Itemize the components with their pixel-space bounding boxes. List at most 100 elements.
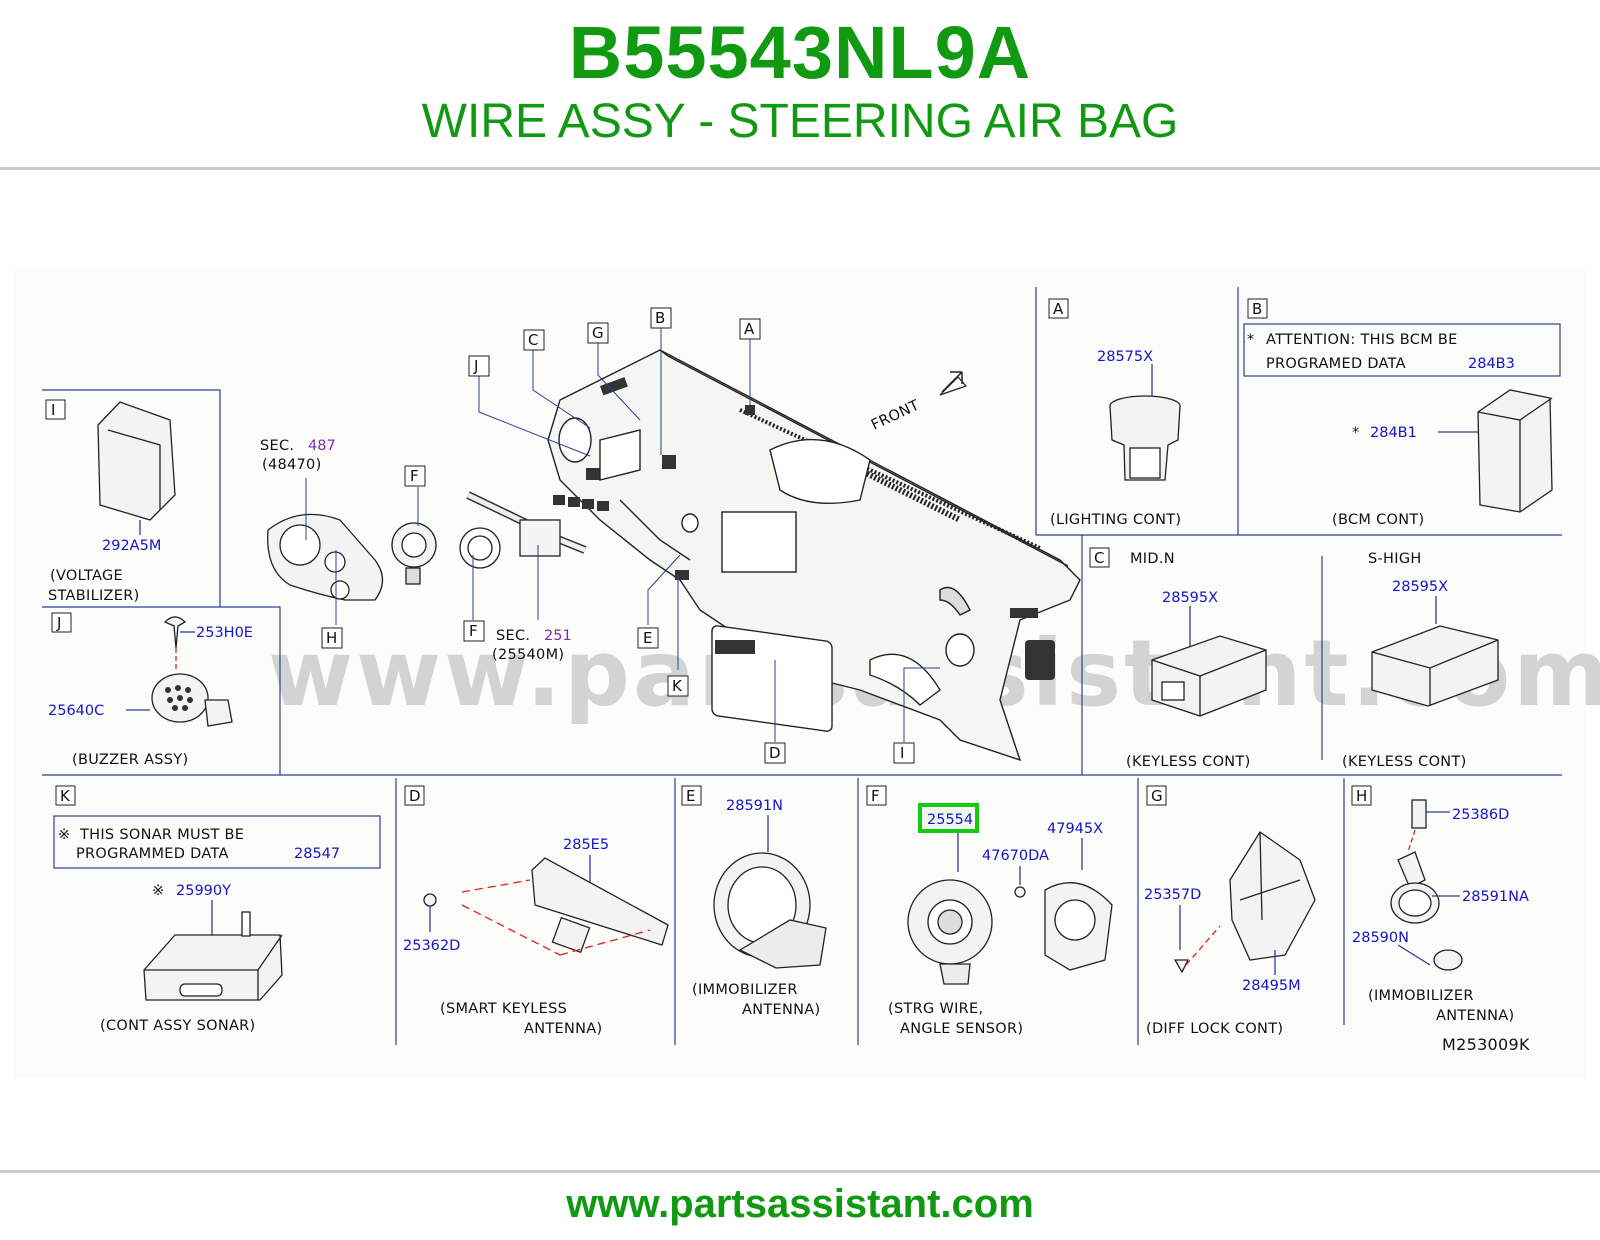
panel-h-letter: H: [1356, 787, 1367, 805]
panel-i-part: 292A5M: [102, 538, 161, 554]
callout-k: K: [672, 677, 683, 695]
sec-487-sub: (48470): [262, 457, 322, 473]
panel-h-drawing: [1390, 799, 1463, 971]
panel-k-part-mark: ※: [152, 883, 164, 899]
highlight-fill: [924, 809, 973, 827]
panel-b-note-part: 284B3: [1468, 356, 1515, 372]
panel-j-caption: (BUZZER ASSY): [72, 752, 188, 768]
panel-a-part: 28575X: [1097, 349, 1153, 365]
sec-251-sub: (25540M): [492, 647, 564, 663]
panel-g-caption: (DIFF LOCK CONT): [1146, 1021, 1283, 1037]
main-callouts: A B C G J F H F E K D I: [305, 307, 940, 764]
sec-251-number: 251: [544, 628, 572, 644]
panel-k-drawing: [143, 900, 283, 1001]
panel-f-caption-1: (STRG WIRE,: [888, 1001, 983, 1017]
callout-g: G: [592, 324, 604, 342]
panel-f-caption-2: ANGLE SENSOR): [900, 1021, 1023, 1037]
panel-b-note-1: ATTENTION: THIS BCM BE: [1266, 332, 1458, 348]
callout-d: D: [769, 744, 781, 762]
panel-b-caption: (BCM CONT): [1332, 512, 1425, 528]
footer-divider: [0, 1170, 1600, 1173]
sec-487-prefix: SEC.: [260, 438, 294, 454]
panel-i-drawing: [97, 401, 176, 535]
diagram-code: M253009K: [1442, 1035, 1530, 1054]
panel-f-letter: F: [871, 787, 880, 805]
callout-e: E: [643, 629, 652, 647]
panel-d-caption-2: ANTENNA): [524, 1021, 602, 1037]
panel-h-caption-1: (IMMOBILIZER: [1368, 988, 1474, 1004]
sec-487-number: 487: [308, 438, 336, 454]
panel-c-left-title: MID.N: [1130, 551, 1175, 567]
panel-k-note-part: 28547: [294, 846, 340, 862]
panel-c-drawings: [1151, 596, 1499, 717]
panel-borders: [42, 287, 1562, 1045]
callout-f-top: F: [410, 467, 419, 485]
panel-j-part-a: 253H0E: [196, 625, 253, 641]
panel-g-part-a: 25357D: [1144, 887, 1201, 903]
front-arrow: FRONT: [869, 371, 968, 434]
panel-b-drawing: [1438, 389, 1553, 513]
panel-e-caption-1: (IMMOBILIZER: [692, 982, 798, 998]
front-label: FRONT: [869, 398, 922, 434]
panel-i-letter: I: [51, 401, 55, 419]
panel-g-letter: G: [1151, 787, 1163, 805]
panel-b-note-2: PROGRAMED DATA: [1266, 356, 1406, 372]
panel-b-part: 284B1: [1370, 425, 1417, 441]
callout-c: C: [528, 331, 538, 349]
panel-a-caption: (LIGHTING CONT): [1050, 512, 1181, 528]
panel-f-highlighted-part[interactable]: 25554: [927, 812, 973, 828]
panel-h-part-c: 28590N: [1352, 930, 1409, 946]
panel-i-caption-2: STABILIZER): [48, 588, 140, 604]
panel-e-part: 28591N: [726, 798, 783, 814]
panel-k-note-1: THIS SONAR MUST BE: [79, 827, 244, 843]
panel-c-left-caption: (KEYLESS CONT): [1126, 754, 1251, 770]
panel-k-note-mark: ※: [58, 827, 70, 843]
panel-k-note-2: PROGRAMMED DATA: [76, 846, 229, 862]
callout-b: B: [655, 309, 665, 327]
panel-e-drawing: [713, 815, 827, 969]
panel-d-letter: D: [409, 787, 421, 805]
callout-i: I: [900, 744, 904, 762]
panel-d-drawing: [423, 855, 669, 956]
highlight-box: [918, 803, 979, 833]
panel-k-letter: K: [60, 787, 71, 805]
panel-c-left-part: 28595X: [1162, 590, 1218, 606]
panel-k-part: 25990Y: [176, 883, 231, 899]
panel-d-part-b: 25362D: [403, 938, 460, 954]
panel-e-letter: E: [686, 787, 695, 805]
panel-f-drawing: [907, 833, 1113, 985]
panel-d-caption-1: (SMART KEYLESS: [440, 1001, 567, 1017]
panel-h-part-a: 25386D: [1452, 807, 1509, 823]
panel-a-letter: A: [1053, 300, 1064, 318]
panel-e-caption-2: ANTENNA): [742, 1002, 820, 1018]
callout-f-bottom: F: [469, 622, 478, 640]
panel-letters: I J A B C K D E F G H: [45, 298, 1372, 806]
panel-i-caption-1: (VOLTAGE: [50, 568, 123, 584]
panel-c-letter: C: [1094, 549, 1104, 567]
main-left-parts: [267, 491, 587, 601]
panel-j-part-b: 25640C: [48, 703, 104, 719]
panel-c-right-title: S-HIGH: [1368, 551, 1422, 567]
panel-d-part-a: 285E5: [563, 837, 609, 853]
callout-a: A: [744, 320, 755, 338]
panel-b-star: *: [1352, 425, 1360, 441]
callout-h: H: [326, 629, 337, 647]
callout-j: J: [473, 357, 478, 375]
panel-f-part-c: 47670DA: [982, 848, 1049, 864]
panel-c-right-caption: (KEYLESS CONT): [1342, 754, 1467, 770]
panel-f-part-b: 47945X: [1047, 821, 1103, 837]
panel-c-right-part: 28595X: [1392, 579, 1448, 595]
panel-b-note-star: *: [1247, 332, 1255, 348]
part-number-title: B55543NL9A: [568, 11, 1032, 94]
sec-251-prefix: SEC.: [496, 628, 530, 644]
dashboard-illustration: [547, 349, 1081, 762]
panel-g-drawing: [1173, 831, 1316, 975]
header: B55543NL9A WIRE ASSY - STEERING AIR BAG: [0, 0, 1600, 170]
panel-h-part-b: 28591NA: [1462, 889, 1529, 905]
panel-a-drawing: [1109, 364, 1181, 481]
part-name-subtitle: WIRE ASSY - STEERING AIR BAG: [421, 95, 1179, 148]
panel-j-letter: J: [56, 614, 61, 632]
panel-h-caption-2: ANTENNA): [1436, 1008, 1514, 1024]
footer-url[interactable]: www.partsassistant.com: [566, 1182, 1034, 1226]
